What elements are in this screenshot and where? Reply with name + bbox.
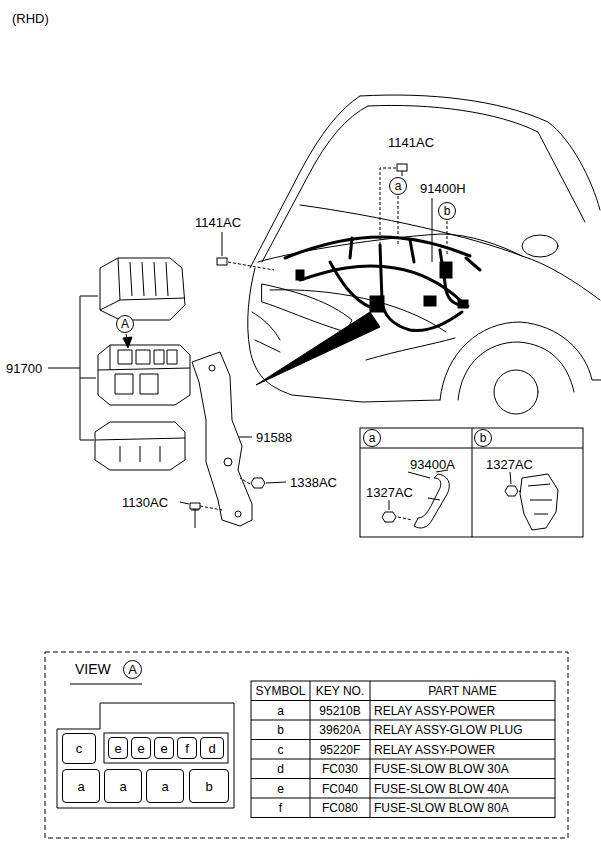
wiring-harness	[285, 237, 480, 330]
symbol-letter: a	[77, 780, 84, 793]
symbol-letter: A	[121, 318, 129, 330]
symbol-letter: b	[444, 205, 451, 217]
fuse-relay-slot: f	[177, 737, 197, 759]
fuse-relay-slot: e	[131, 737, 151, 759]
fuse-relay-slot: c	[62, 733, 96, 764]
car-drawing	[248, 95, 601, 414]
symbol-letter: e	[137, 742, 144, 755]
fuse-box-parts	[48, 258, 190, 470]
harness-connectors	[296, 262, 468, 312]
fuse-relay-slot: d	[200, 737, 224, 759]
callout-number: 91588	[256, 431, 292, 444]
table-cell: RELAY ASSY-GLOW PLUG	[374, 724, 523, 736]
callout-number: 1327AC	[486, 458, 533, 471]
table-cell: e	[277, 783, 284, 795]
symbol-letter: b	[480, 432, 487, 444]
detail-panel	[360, 428, 583, 537]
symbol-letter: a	[119, 780, 126, 793]
symbol-letter: d	[208, 742, 215, 755]
symbol-letter: e	[160, 742, 167, 755]
table-cell: RELAY ASSY-POWER	[374, 744, 495, 756]
symbol-letter: A	[128, 663, 137, 676]
table-header: PART NAME	[428, 685, 497, 697]
table-cell: FC030	[322, 763, 358, 775]
variant-note: (RHD)	[12, 12, 49, 25]
table-cell: a	[277, 705, 284, 717]
callout-number: 1141AC	[388, 136, 434, 149]
view-pointer	[256, 312, 380, 385]
table-cell: FC040	[322, 783, 358, 795]
fuse-relay-slot: e	[108, 737, 128, 759]
symbol-letter: a	[369, 432, 376, 444]
view-title: VIEW	[75, 662, 111, 676]
table-cell: 39620A	[319, 724, 360, 736]
table-cell: FUSE-SLOW BLOW 30A	[374, 763, 509, 775]
table-cell: 95220F	[320, 744, 361, 756]
table-header: SYMBOL	[255, 685, 305, 697]
table-header: KEY NO.	[316, 685, 364, 697]
callout-number: 1327AC	[366, 486, 413, 499]
callout-circle: a	[363, 429, 381, 447]
view-a-frame	[45, 652, 568, 838]
table-cell: c	[278, 744, 284, 756]
fuse-relay-slot: a	[104, 769, 142, 803]
symbol-letter: a	[395, 180, 402, 192]
symbol-letter: a	[161, 780, 168, 793]
table-cell: RELAY ASSY-POWER	[374, 705, 495, 717]
table-cell: b	[277, 724, 284, 736]
leader-lines	[217, 164, 447, 270]
callout-circle: b	[438, 202, 456, 220]
callout-number: 1130AC	[122, 496, 168, 509]
table-cell: f	[279, 802, 282, 814]
symbol-letter: e	[114, 742, 121, 755]
fuse-relay-slot: a	[146, 769, 184, 803]
symbol-letter: b	[205, 780, 212, 793]
fuse-relay-slot: b	[189, 769, 229, 803]
fuse-relay-slot: e	[154, 737, 174, 759]
callout-number: 93400A	[410, 458, 455, 471]
callout-circle: a	[389, 177, 407, 195]
table-cell: FC080	[322, 802, 358, 814]
symbol-letter: c	[76, 742, 83, 755]
table-cell: FUSE-SLOW BLOW 80A	[374, 802, 509, 814]
callout-number: 91700	[6, 362, 42, 375]
table-cell: d	[277, 763, 284, 775]
symbol-letter: f	[185, 742, 189, 755]
table-cell: FUSE-SLOW BLOW 40A	[374, 783, 509, 795]
fuse-relay-slot: a	[62, 769, 100, 803]
callout-number: 1338AC	[290, 476, 337, 489]
callout-number: 91400H	[420, 182, 466, 195]
callout-circle: A	[123, 660, 142, 679]
callout-circle: b	[474, 429, 492, 447]
table-cell: 95210B	[319, 705, 360, 717]
callout-circle: A	[116, 315, 134, 333]
callout-number: 1141AC	[195, 216, 241, 229]
